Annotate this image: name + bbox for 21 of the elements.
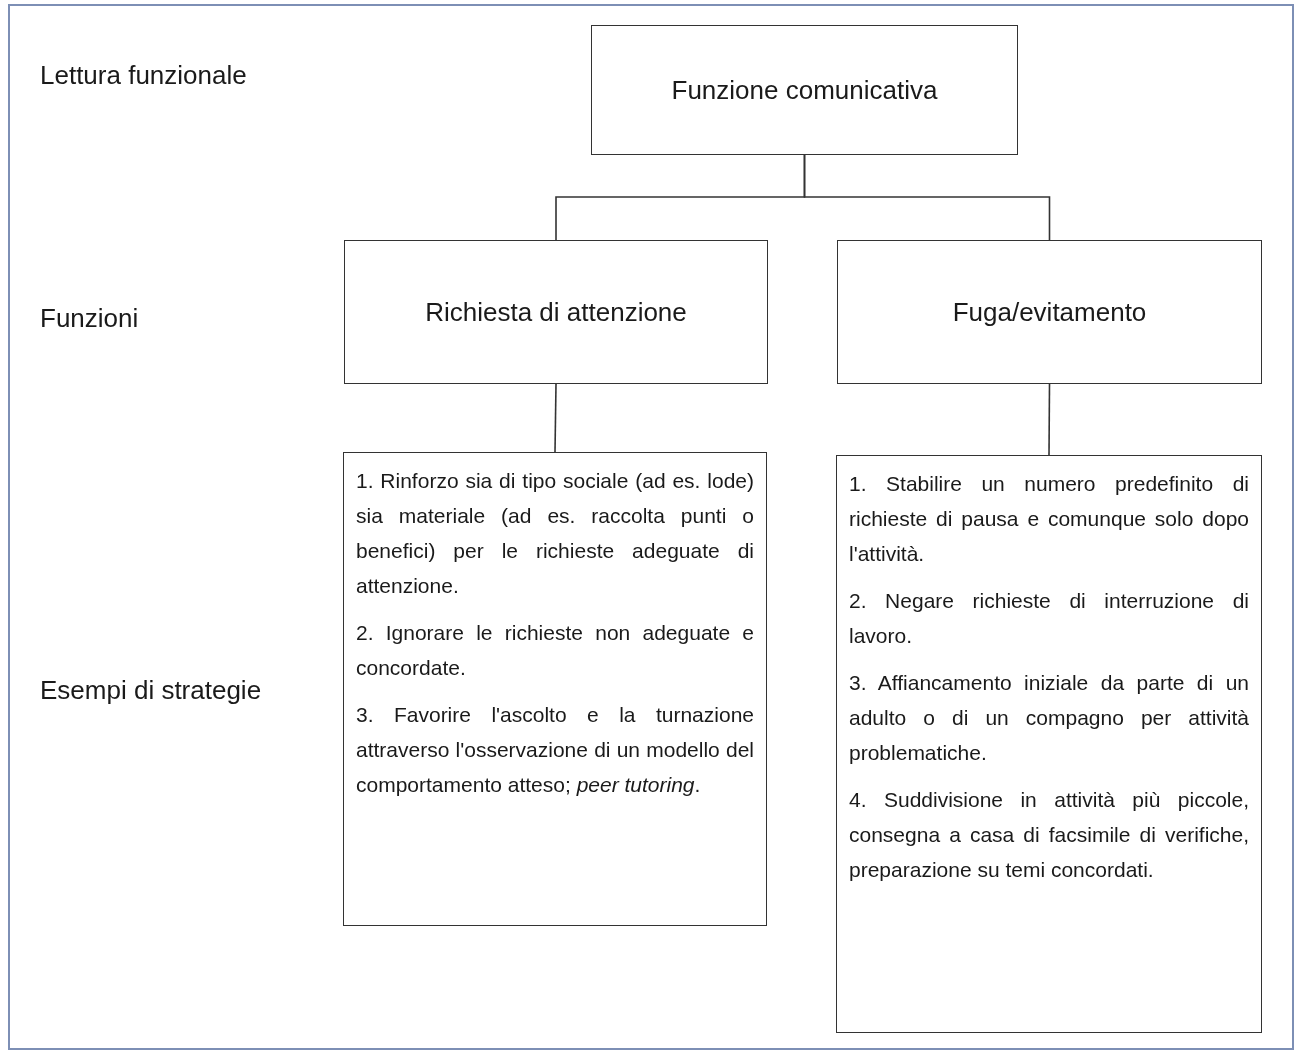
function-box <box>837 240 1262 384</box>
strategy-text: 3. Affiancamento iniziale da parte di un adulto o di un compagno per attività problematiche. <box>849 670 1249 766</box>
box-title: Funzione comunicativa <box>671 74 938 106</box>
strategy-box <box>836 455 1262 1033</box>
strategy-text: 2. Negare richieste di interruzione di lavoro. <box>849 588 1249 649</box>
connector-line <box>1048 383 1051 456</box>
strategy-text: 2. Ignorare le richieste non adeguate e concordate. <box>356 620 754 681</box>
row-label: Lettura funzionale <box>40 60 247 91</box>
row-label: Funzioni <box>40 303 139 334</box>
connector-line <box>803 154 1051 241</box>
strategy-text: 3. Favorire l'ascolto e la turnazione attraverso l'osservazione di un modello del comportamento atteso; peer tutoring. <box>356 702 754 798</box>
strategy-box <box>343 452 767 926</box>
box-title: Richiesta di attenzione <box>425 296 687 328</box>
strategy-text: 1. Rinforzo sia di tipo sociale (ad es. lode) sia materiale (ad es. raccolta punti o benefici) per le richieste adeguate di attenzione. <box>356 468 754 599</box>
connector-line <box>554 383 557 453</box>
strategy-text: 1. Stabilire un numero predefinito di richieste di pausa e comunque solo dopo l'attività. <box>849 471 1249 567</box>
function-box <box>344 240 768 384</box>
function-box <box>591 25 1018 155</box>
strategy-text: 4. Suddivisione in attività più piccole, consegna a casa di facsimile di verifiche, preparazione su temi concordati. <box>849 787 1249 883</box>
row-label: Esempi di strategie <box>40 675 262 706</box>
box-title: Fuga/evitamento <box>952 296 1147 328</box>
